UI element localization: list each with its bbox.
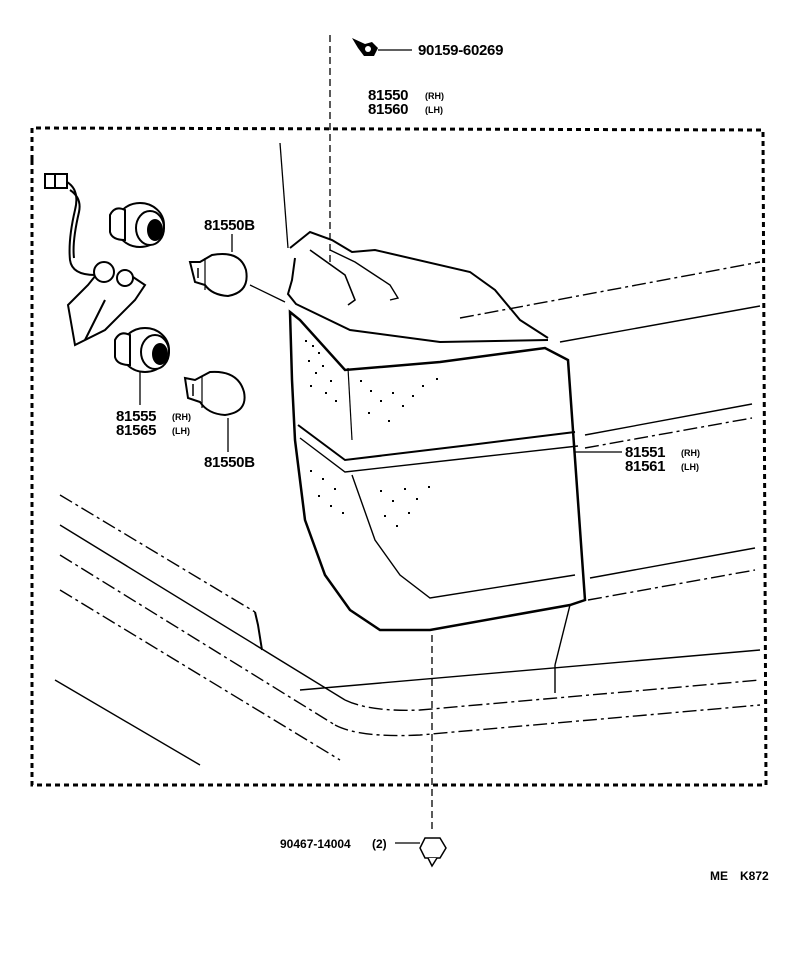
socket-rh-number: 81555 bbox=[116, 408, 156, 425]
bulb-upper bbox=[188, 253, 248, 298]
lens-rh-number: 81551 bbox=[625, 444, 665, 461]
socket-lower bbox=[114, 327, 170, 373]
clip-part bbox=[395, 837, 447, 868]
bulb-leader-lines bbox=[139, 234, 233, 452]
leader-lines bbox=[249, 35, 433, 830]
clip-part-number: 90467-14004 bbox=[280, 837, 351, 851]
bulb-upper-number: 81550B bbox=[204, 217, 255, 234]
tail-lamp-housing bbox=[286, 230, 587, 632]
lamp-assy-lh-number: 81560 bbox=[368, 101, 408, 118]
bulb-lower bbox=[183, 370, 246, 417]
diagram-code-prefix: ME bbox=[710, 869, 728, 883]
socket-lh-number: 81565 bbox=[116, 422, 156, 439]
vehicle-body-lines bbox=[54, 261, 761, 766]
wiring-harness bbox=[44, 173, 147, 347]
lamp-assy-rh-tag: (RH) bbox=[425, 91, 444, 101]
lens-lh-tag: (LH) bbox=[681, 462, 699, 472]
socket-lh-tag: (LH) bbox=[172, 426, 190, 436]
screw-part-number: 90159-60269 bbox=[418, 42, 503, 59]
lamp-assy-rh-number: 81550 bbox=[368, 87, 408, 104]
diagram-code-id: K872 bbox=[740, 869, 769, 883]
lens-texture bbox=[305, 340, 438, 527]
bulb-lower-number: 81550B bbox=[204, 454, 255, 471]
screw-part bbox=[352, 38, 412, 56]
socket-upper bbox=[109, 202, 165, 248]
socket-rh-tag: (RH) bbox=[172, 412, 191, 422]
clip-quantity: (2) bbox=[372, 837, 387, 851]
lamp-assy-lh-tag: (LH) bbox=[425, 105, 443, 115]
assembly-boundary bbox=[30, 126, 768, 787]
lens-lh-number: 81561 bbox=[625, 458, 665, 475]
lens-rh-tag: (RH) bbox=[681, 448, 700, 458]
